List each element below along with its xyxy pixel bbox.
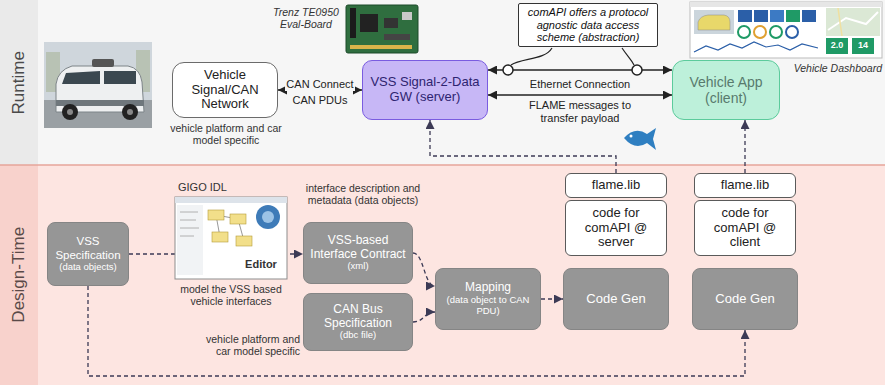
connection-arrow xyxy=(488,94,672,96)
connection-label: Ethernet Connection xyxy=(529,78,631,91)
node-text: Code Gen xyxy=(715,292,774,307)
dashed-flow-arrow xyxy=(744,120,745,173)
vehicle-photo xyxy=(44,42,152,128)
node-text: Mapping xyxy=(465,281,511,295)
node-text: code for comAPI @ server xyxy=(572,206,660,251)
design-step-box: Code Gen xyxy=(692,268,798,330)
gateway-box: VSS Signal-2-Data GW (server) xyxy=(362,60,488,120)
band-label-holder: Design-Time xyxy=(0,165,38,385)
node-text: flame.lib xyxy=(592,178,640,193)
connection-arrow xyxy=(488,69,672,71)
edge-label-holder: FLAME messages to transfer payload xyxy=(522,99,638,126)
dashed-flow-arrow xyxy=(413,253,435,286)
node-text: (dbc file) xyxy=(340,330,376,341)
socket-symbols xyxy=(503,48,642,75)
node-text: (data object to CAN PDU) xyxy=(440,295,536,317)
label-holder: CAN PDUs xyxy=(286,94,354,107)
library-box: flame.lib xyxy=(694,173,796,198)
generated-code-box: code for comAPI @ client xyxy=(694,200,796,256)
connection-label: CAN PDUs xyxy=(286,94,354,107)
note-text: interface description and metadata (data… xyxy=(293,182,433,206)
design-step-box: VSS-based Interface Contract(xml) xyxy=(303,222,413,284)
label-holder: vehicle platform and car model specific xyxy=(170,122,282,146)
design-step-box: Code Gen xyxy=(563,268,669,330)
editor-screenshot xyxy=(175,197,287,279)
dashboard-value: 14 xyxy=(852,40,874,50)
dashboard-caption: Vehicle Dashboard xyxy=(784,62,882,74)
label-holder: model the VSS based vehicle interfaces xyxy=(172,283,290,307)
swimlane-band: Runtime Vehicle Signal/CAN Network VSS Sig… xyxy=(0,0,885,165)
generated-code-box: code for comAPI @ server xyxy=(565,200,667,256)
board-caption: Trenz TE0950 Eval-Board xyxy=(268,6,344,30)
network-box: Vehicle Signal/CAN Network xyxy=(172,62,278,118)
client-app-box: Vehicle App (client) xyxy=(672,60,780,120)
library-box: flame.lib xyxy=(565,173,667,198)
label-holder: Vehicle Dashboard xyxy=(784,62,882,74)
node-text: Code Gen xyxy=(586,292,645,307)
edge-label-holder: Ethernet Connection xyxy=(512,74,648,92)
dashed-flow-arrow xyxy=(541,298,563,299)
dashed-flow-arrow xyxy=(413,312,435,322)
band-title: Runtime xyxy=(9,51,29,114)
runtime-ground xyxy=(0,0,885,165)
design-step-box: CAN Bus Specification(dbc file) xyxy=(303,293,413,351)
node-text: CAN Bus Specification xyxy=(308,303,408,331)
node-text: (xml) xyxy=(347,261,368,272)
band-title: Design-Time xyxy=(9,227,29,323)
flame-fish-logo xyxy=(624,128,656,150)
band-label-holder: Runtime xyxy=(0,0,38,165)
connection-label: CAN Connect xyxy=(285,78,354,91)
tool-name: GIGO IDL xyxy=(178,181,248,194)
note-text: model the VSS based vehicle interfaces xyxy=(172,283,290,307)
screenshot-title: Editor xyxy=(238,258,284,271)
node-text: (data objects) xyxy=(59,262,117,273)
label-holder: 2.0 xyxy=(826,40,848,50)
connection-label: FLAME messages to transfer payload xyxy=(522,99,638,124)
label-holder: interface description and metadata (data… xyxy=(293,182,433,206)
dashed-flow-arrow xyxy=(430,120,616,173)
node-text: VSS-based Interface Contract xyxy=(308,234,408,262)
design-step-box: VSS Specification(data objects) xyxy=(47,222,129,286)
node-text: flame.lib xyxy=(721,178,769,193)
note-text: vehicle platform and car model specific xyxy=(170,122,282,146)
callout-box: comAPI offers a protocol agnostic data a… xyxy=(518,3,658,47)
design-step-box: Mapping(data object to CAN PDU) xyxy=(435,268,541,330)
dashboard-value: 2.0 xyxy=(826,40,848,50)
label-holder: Trenz TE0950 Eval-Board xyxy=(268,6,344,30)
node-text: VSS Specification xyxy=(52,235,124,261)
design-time-ground xyxy=(0,165,885,385)
label-holder: Editor xyxy=(238,258,284,271)
node-text: code for comAPI @ client xyxy=(701,206,789,251)
eval-board-photo xyxy=(346,5,418,53)
label-holder: vehicle platform and car model specific xyxy=(196,333,300,357)
label-holder: 14 xyxy=(852,40,874,50)
dashboard-screenshot xyxy=(690,2,882,58)
node-text: Vehicle App (client) xyxy=(679,74,773,106)
label-holder: GIGO IDL xyxy=(178,181,248,194)
note-text: vehicle platform and car model specific xyxy=(196,333,300,357)
node-text: Vehicle Signal/CAN Network xyxy=(179,68,271,113)
swimlane-band: Design-TimeVSS Specification(data object… xyxy=(0,165,885,385)
node-text: comAPI offers a protocol agnostic data a… xyxy=(523,6,653,44)
node-text: VSS Signal-2-Data GW (server) xyxy=(369,75,481,105)
edge-label-holder: CAN Connect xyxy=(284,74,356,92)
